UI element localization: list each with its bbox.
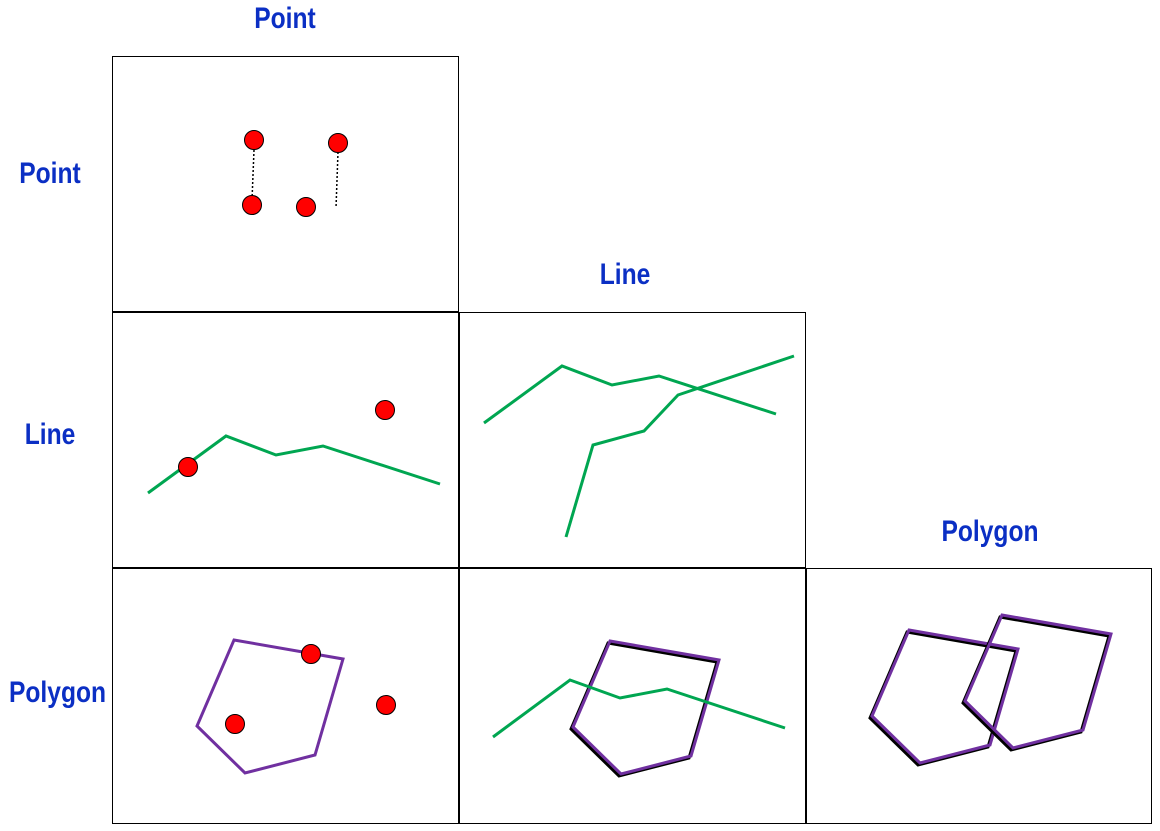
cell-polygon-point xyxy=(112,568,459,824)
point-marker xyxy=(296,197,316,217)
line-feature xyxy=(147,434,441,495)
column-header-point: Point xyxy=(254,2,316,35)
point-marker xyxy=(178,457,198,477)
point-marker xyxy=(301,644,321,664)
polygon-outline-shadow xyxy=(569,641,719,778)
row-header-point: Point xyxy=(19,157,81,190)
line-line-illustration xyxy=(483,354,795,538)
point-marker xyxy=(225,714,245,734)
column-header-line: Line xyxy=(599,258,651,291)
polygon-outline-shadow xyxy=(961,615,1111,752)
polygon-outline-shadow xyxy=(868,630,1018,767)
row-header-line: Line xyxy=(24,418,76,451)
cell-line-point xyxy=(112,312,459,568)
polygon-line-illustration xyxy=(492,639,786,778)
point-marker xyxy=(328,133,348,153)
polygon-point-illustration xyxy=(195,638,396,775)
point-marker xyxy=(375,400,395,420)
point-marker xyxy=(376,695,396,715)
line-point-illustration xyxy=(147,400,441,495)
column-header-polygon: Polygon xyxy=(941,515,1039,548)
polygon-feature xyxy=(963,613,1113,750)
distance-dotted-line xyxy=(251,149,255,201)
line-feature xyxy=(492,678,786,739)
cell-point-point xyxy=(112,56,459,312)
distance-dotted-line xyxy=(335,151,339,209)
polygon-feature xyxy=(571,639,721,776)
line-feature xyxy=(564,354,795,538)
point-marker xyxy=(244,130,264,150)
point-point-illustration xyxy=(242,130,348,217)
polygon-polygon-illustration xyxy=(868,613,1113,767)
row-header-polygon: Polygon xyxy=(9,676,107,709)
polygon-feature xyxy=(195,638,345,775)
line-feature xyxy=(483,364,777,425)
cell-line-line xyxy=(459,312,806,568)
point-marker xyxy=(242,195,262,215)
polygon-feature xyxy=(870,628,1020,765)
